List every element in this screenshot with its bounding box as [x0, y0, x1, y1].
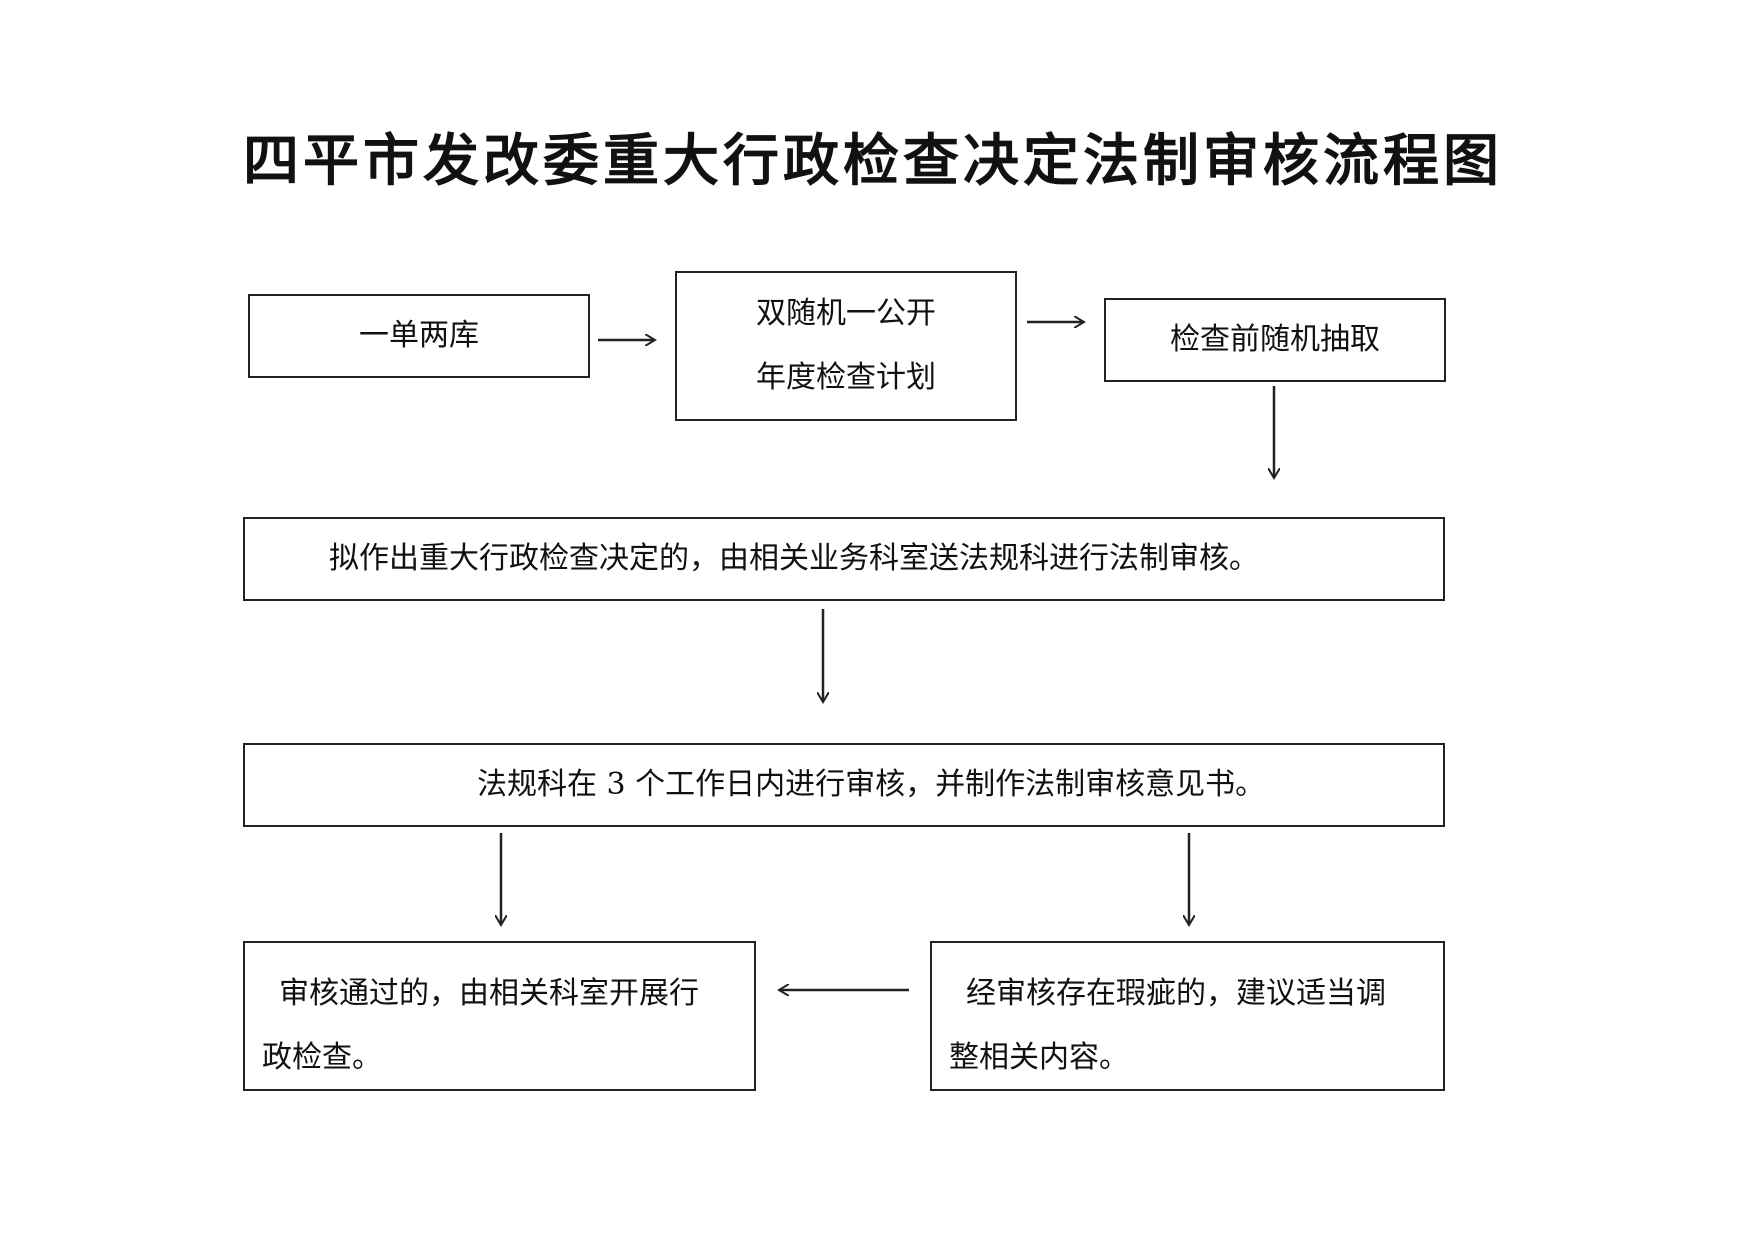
- node-defect-line1: 经审核存在瑕疵的，建议适当调: [966, 976, 1386, 1011]
- node-submit-text: 拟作出重大行政检查决定的，由相关业务科室送法规科进行法制审核。: [329, 541, 1259, 576]
- node-review: 法规科在 3 个工作日内进行审核，并制作法制审核意见书。: [243, 743, 1445, 827]
- node-defect: 经审核存在瑕疵的，建议适当调 整相关内容。: [930, 941, 1445, 1091]
- node-plan-line2: 年度检查计划: [756, 360, 936, 395]
- node-pass-line1: 审核通过的，由相关科室开展行: [279, 976, 699, 1011]
- node-draw: 检查前随机抽取: [1104, 298, 1446, 382]
- node-plan-line1: 双随机一公开: [756, 296, 936, 331]
- page-title: 四平市发改委重大行政检查决定法制审核流程图: [243, 129, 1503, 194]
- node-pass: 审核通过的，由相关科室开展行 政检查。: [243, 941, 756, 1091]
- node-pass-line2: 政检查。: [262, 1040, 382, 1075]
- node-plan: 双随机一公开 年度检查计划: [675, 271, 1017, 421]
- node-review-text: 法规科在 3 个工作日内进行审核，并制作法制审核意见书。: [477, 767, 1266, 802]
- node-submit: 拟作出重大行政检查决定的，由相关业务科室送法规科进行法制审核。: [243, 517, 1445, 601]
- node-list: 一单两库: [248, 294, 590, 378]
- node-defect-line2: 整相关内容。: [949, 1040, 1129, 1075]
- node-list-text: 一单两库: [359, 318, 479, 353]
- node-draw-text: 检查前随机抽取: [1170, 322, 1380, 357]
